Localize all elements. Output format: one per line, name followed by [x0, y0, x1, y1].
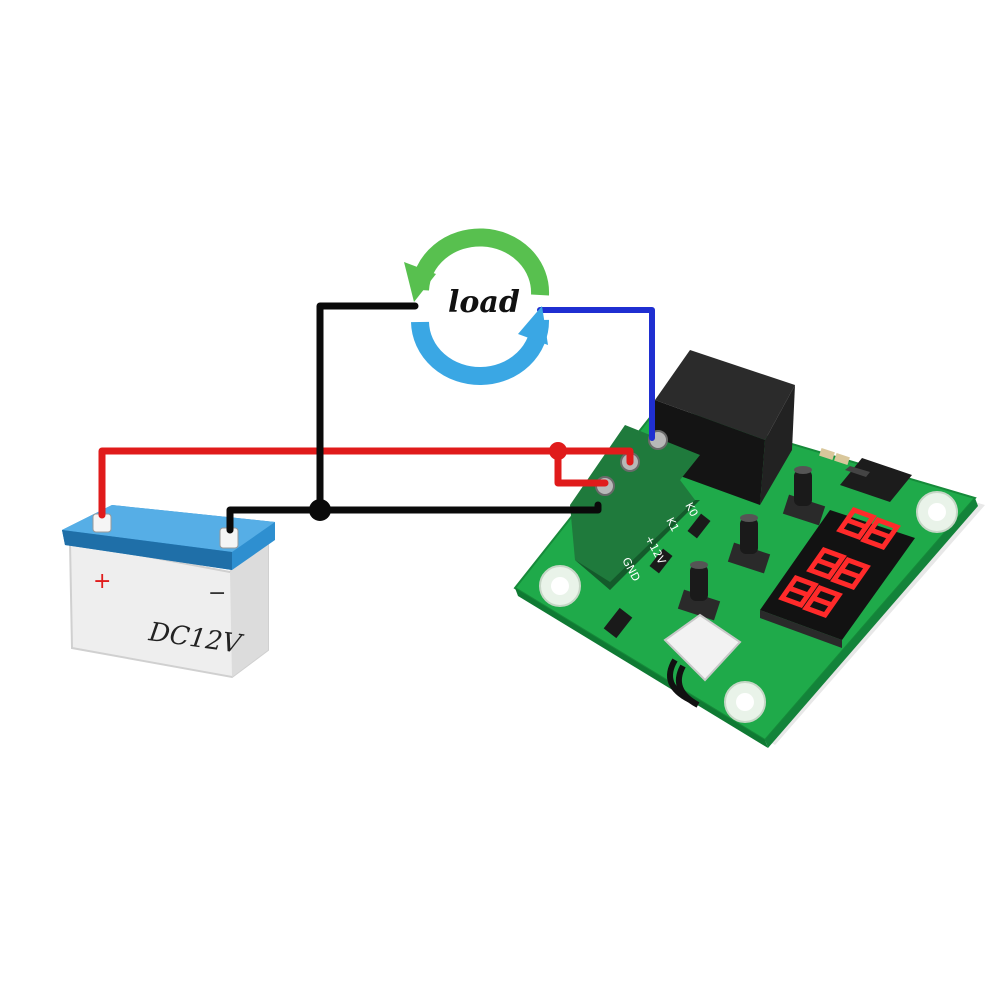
cycle-arrows-icon: load [404, 228, 550, 385]
load-wire [537, 307, 655, 441]
positive-junction [549, 442, 567, 460]
positive-wire [98, 447, 634, 519]
negative-junction [309, 499, 331, 521]
thermostat-board-icon: K0 K1 +12V GND [513, 350, 985, 748]
ic-chip [840, 458, 912, 502]
mounting-hole [916, 491, 958, 533]
relay [650, 350, 795, 505]
terminal-block [570, 425, 700, 590]
push-button-set [677, 466, 826, 621]
load-return-wire [316, 302, 419, 514]
load-label: load [448, 285, 520, 320]
mounting-hole [539, 565, 581, 607]
display-digits [778, 506, 901, 619]
battery-icon: + − DC12V [62, 505, 275, 679]
battery-minus-sign: − [208, 581, 226, 606]
sensor-connector [663, 613, 742, 708]
seven-segment-display [760, 506, 915, 648]
wires [98, 302, 655, 534]
negative-wire [226, 501, 602, 534]
smd-components [603, 448, 850, 639]
positive-jumper [554, 447, 609, 487]
battery-plus-sign: + [93, 569, 111, 594]
silk-k0: K0 [682, 500, 700, 519]
mounting-hole [724, 681, 766, 723]
silk-k1: K1 [663, 515, 681, 534]
